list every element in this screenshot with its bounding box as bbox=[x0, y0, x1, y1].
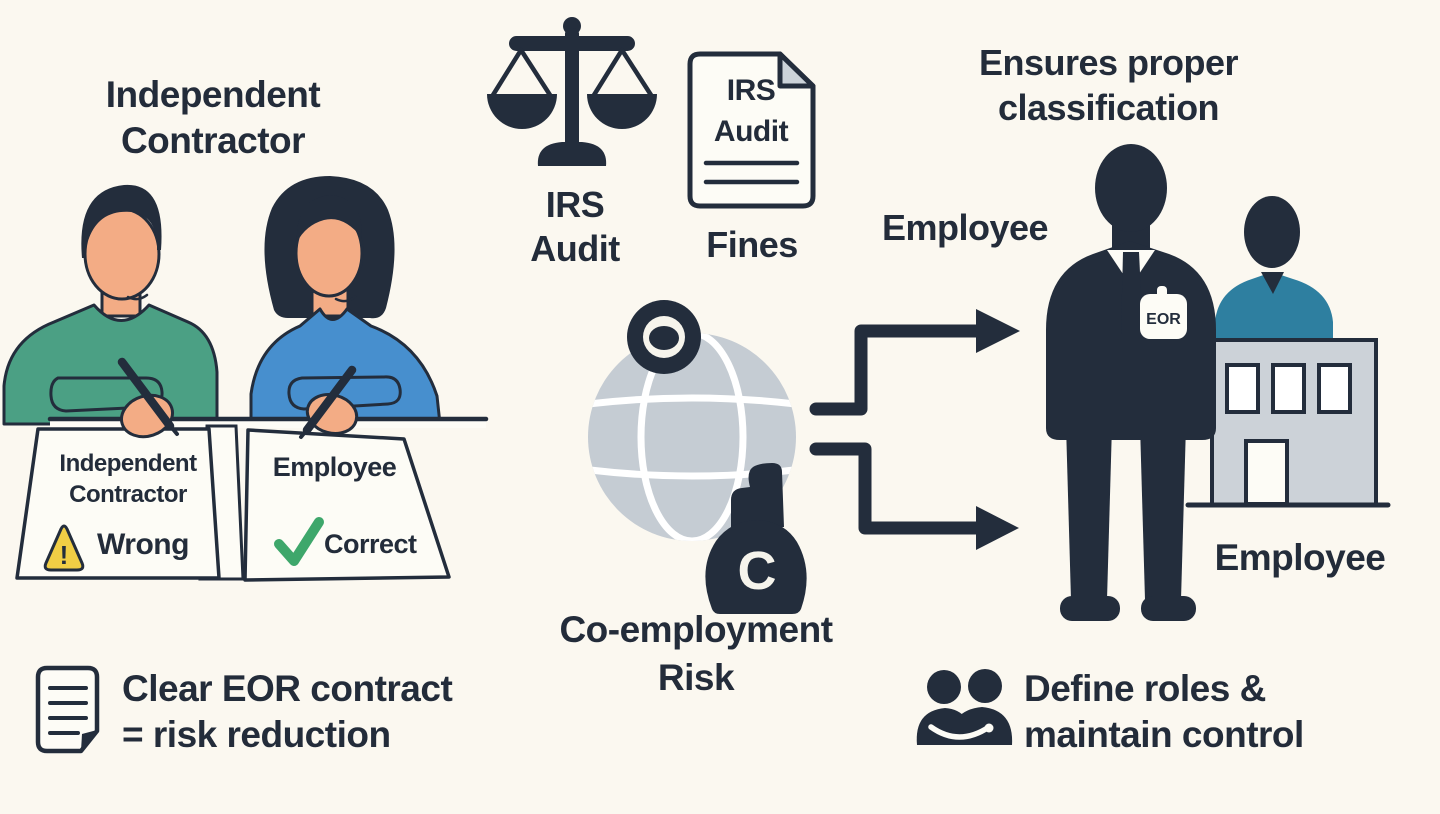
woman-pen-tip bbox=[299, 424, 312, 439]
scales-icon bbox=[487, 17, 657, 166]
right-heading: Ensures proper classification bbox=[936, 40, 1281, 130]
employee-shirt bbox=[1215, 272, 1333, 343]
left-title-line1: Independent bbox=[105, 74, 321, 115]
irs-audit-caption-line2: Audit bbox=[530, 228, 620, 269]
woman-hair-fringe bbox=[296, 195, 363, 242]
man-pen-tip bbox=[166, 421, 179, 436]
warning-triangle-icon bbox=[43, 524, 85, 572]
right-heading-line1: Ensures proper bbox=[978, 42, 1239, 83]
eor-tie bbox=[1121, 252, 1143, 350]
badge-label: EOR bbox=[1146, 311, 1181, 328]
eor-person-silhouette: EOR bbox=[1046, 144, 1216, 621]
arrow-bottom bbox=[809, 442, 1019, 550]
employee-label-top: Employee bbox=[882, 207, 1049, 248]
building-window bbox=[1317, 363, 1352, 414]
contract-note-line1: Clear EOR contract bbox=[122, 668, 453, 709]
irs-audit-caption-line1: IRS bbox=[545, 184, 605, 225]
eor-shoe bbox=[1141, 596, 1196, 621]
building-door bbox=[1244, 439, 1289, 506]
wrong-verdict: Wrong bbox=[97, 528, 189, 561]
eor-leg bbox=[1140, 425, 1186, 600]
irs-doc-label-line1: IRS bbox=[726, 74, 776, 107]
co-employment-risk-caption: Co-employment Risk bbox=[520, 606, 872, 702]
woman-signing-hand bbox=[287, 365, 402, 439]
roles-note: Define roles & maintain control bbox=[1024, 666, 1304, 758]
roles-note-line1: Define roles & bbox=[1024, 668, 1266, 709]
risk-caption-line1: Co-employment bbox=[559, 609, 833, 650]
employee-label-bottom: Employee bbox=[1214, 537, 1386, 578]
warning-mark: ! bbox=[60, 540, 69, 570]
building-window bbox=[1271, 363, 1306, 414]
correct-doc-title: Employee bbox=[272, 452, 397, 482]
desk-top bbox=[50, 419, 486, 428]
woman-smile bbox=[334, 295, 357, 303]
building-icon bbox=[1185, 338, 1391, 508]
right-heading-line2: classification bbox=[997, 87, 1220, 128]
currency-letter: C bbox=[738, 541, 777, 601]
contract-note-line2: = risk reduction bbox=[122, 714, 391, 755]
woman-pen bbox=[302, 365, 357, 435]
arrow-top bbox=[809, 309, 1020, 416]
correct-document-paper bbox=[243, 428, 451, 582]
contract-document-icon bbox=[35, 665, 100, 754]
irs-audit-caption: IRS Audit bbox=[500, 183, 650, 271]
folded-corner bbox=[777, 51, 816, 89]
employee-head bbox=[1244, 196, 1300, 268]
location-ring-icon bbox=[627, 300, 701, 374]
irs-doc-label: IRS Audit bbox=[692, 70, 810, 152]
document-lines bbox=[703, 160, 800, 185]
eor-leg bbox=[1066, 425, 1112, 600]
correct-verdict: Correct bbox=[324, 529, 417, 559]
building-window bbox=[1225, 363, 1260, 414]
wrong-doc-title-line1: Independent bbox=[59, 450, 197, 477]
arrowhead bbox=[976, 309, 1020, 353]
arrowhead bbox=[976, 506, 1019, 550]
man-smile bbox=[126, 293, 149, 301]
man-signing-hand bbox=[49, 357, 179, 439]
fines-caption: Fines bbox=[706, 224, 798, 265]
people-handoff-icon bbox=[916, 669, 1013, 745]
roles-note-line2: maintain control bbox=[1024, 714, 1304, 755]
correct-document bbox=[243, 428, 451, 582]
left-title: Independent Contractor bbox=[33, 72, 393, 164]
employee-neckline bbox=[1261, 272, 1284, 294]
money-bag-icon: C bbox=[705, 463, 807, 614]
contract-note: Clear EOR contract = risk reduction bbox=[122, 666, 453, 758]
check-icon bbox=[274, 517, 324, 566]
eor-badge: EOR bbox=[1140, 286, 1187, 339]
eor-head bbox=[1095, 144, 1167, 232]
eor-shoe bbox=[1060, 596, 1120, 621]
risk-caption-line2: Risk bbox=[657, 657, 735, 698]
irs-audit-document-icon bbox=[687, 51, 816, 209]
wrong-doc-title-line2: Contractor bbox=[69, 481, 187, 508]
irs-doc-label-line2: Audit bbox=[713, 115, 789, 148]
man-pen bbox=[117, 357, 175, 431]
document-lines bbox=[48, 686, 88, 735]
man-hair bbox=[81, 184, 162, 258]
left-title-line2: Contractor bbox=[120, 120, 306, 161]
employee-person bbox=[1215, 196, 1333, 343]
folded-corner bbox=[81, 730, 97, 751]
wrong-doc-title: Independent Contractor bbox=[48, 448, 208, 510]
